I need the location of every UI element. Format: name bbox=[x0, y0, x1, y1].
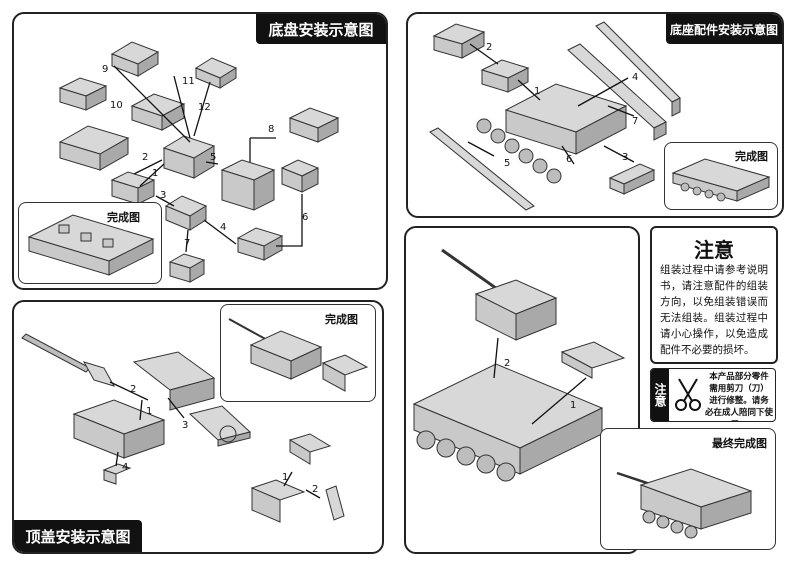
step-number: 5 bbox=[210, 152, 216, 163]
step-number: 3 bbox=[160, 190, 166, 201]
top-cover-assembly-panel: 2 1 3 4 1 2 完成图 bbox=[12, 300, 384, 554]
step-number: 1 bbox=[152, 168, 158, 179]
step-number: 12 bbox=[198, 102, 211, 113]
final-finished-view: 最终完成图 bbox=[600, 428, 776, 550]
notice-title: 注意 bbox=[694, 238, 734, 262]
step-number: 2 bbox=[130, 384, 136, 395]
step-number: 2 bbox=[486, 42, 492, 53]
accessories-finished-illustration bbox=[671, 158, 771, 202]
chassis-panel-title: 底盘安装示意图 bbox=[256, 14, 386, 44]
step-number: 11 bbox=[182, 76, 195, 87]
final-assembly-illustration: 2 1 bbox=[412, 248, 626, 482]
top-cover-finished-view: 完成图 bbox=[220, 304, 376, 402]
step-number: 4 bbox=[632, 72, 638, 83]
chassis-finished-illustration bbox=[27, 214, 155, 276]
accessories-assembly-panel: 底座配件安装示意图 bbox=[406, 12, 784, 218]
step-number: 9 bbox=[102, 64, 108, 75]
top-cover-assembly-illustration: 2 1 3 4 1 2 bbox=[21, 333, 345, 523]
accessories-finished-label: 完成图 bbox=[735, 150, 768, 163]
chassis-step-numbers: 9 11 12 10 2 1 5 8 3 4 6 7 bbox=[102, 64, 308, 249]
step-number: 10 bbox=[110, 100, 123, 111]
chassis-assembly-illustration bbox=[58, 41, 340, 283]
warning-tag: 注意 bbox=[651, 369, 669, 421]
step-number: 7 bbox=[632, 116, 638, 127]
accessories-finished-view: 完成图 bbox=[664, 142, 778, 210]
accessories-assembly-illustration: 2 1 4 7 5 6 3 bbox=[429, 21, 681, 211]
step-number: 7 bbox=[184, 238, 190, 249]
top-cover-panel-title: 顶盖安装示意图 bbox=[14, 520, 142, 552]
chassis-finished-label: 完成图 bbox=[107, 211, 140, 224]
step-number: 6 bbox=[566, 154, 572, 165]
warning-line: 需用剪刀（刀） bbox=[709, 384, 769, 394]
step-number: 4 bbox=[220, 222, 226, 233]
scissors-icon bbox=[675, 378, 701, 411]
warning-line: 本产品部分零件 bbox=[709, 372, 769, 382]
chassis-assembly-panel: 9 11 12 10 2 1 5 8 3 4 6 7 底盘安装示意图 完成图 bbox=[12, 12, 388, 290]
final-assembly-panel: 2 1 bbox=[404, 226, 640, 554]
step-number: 1 bbox=[146, 406, 152, 417]
step-number: 1 bbox=[534, 86, 540, 97]
step-number: 2 bbox=[504, 358, 510, 369]
step-number: 5 bbox=[504, 158, 510, 169]
notice-box: 注意 组装过程中请参考说明书，请注意配件的组装方向，以免组装错误而无法组装。组装… bbox=[650, 226, 778, 364]
warning-line: 必在成人陪同下使用。 bbox=[705, 408, 774, 421]
top-cover-finished-illustration bbox=[228, 318, 369, 392]
step-number: 2 bbox=[142, 152, 148, 163]
step-number: 8 bbox=[268, 124, 274, 135]
step-number: 4 bbox=[122, 462, 128, 473]
final-finished-illustration bbox=[616, 468, 753, 539]
final-finished-label: 最终完成图 bbox=[712, 437, 767, 450]
step-number: 3 bbox=[622, 152, 628, 163]
warning-text: 本产品部分零件 需用剪刀（刀） 进行修整。请务 必在成人陪同下使用。 bbox=[705, 371, 774, 421]
step-number: 6 bbox=[302, 212, 308, 223]
notice-text: 组装过程中请参考说明书，请注意配件的组装方向，以免组装错误而无法组装。组装过程中… bbox=[660, 264, 768, 356]
chassis-finished-view: 完成图 bbox=[18, 202, 162, 284]
step-number: 3 bbox=[182, 420, 188, 431]
top-cover-finished-label: 完成图 bbox=[325, 313, 358, 326]
step-number: 2 bbox=[312, 484, 318, 495]
warning-line: 进行修整。请务 bbox=[709, 396, 769, 406]
accessories-panel-title: 底座配件安装示意图 bbox=[666, 14, 782, 44]
warning-box: 注意 本产品部分零件 需用剪刀（刀） 进行修整。请务 必在成人陪同下使用。 bbox=[650, 368, 776, 422]
step-number: 1 bbox=[570, 400, 576, 411]
step-number: 1 bbox=[282, 472, 288, 483]
